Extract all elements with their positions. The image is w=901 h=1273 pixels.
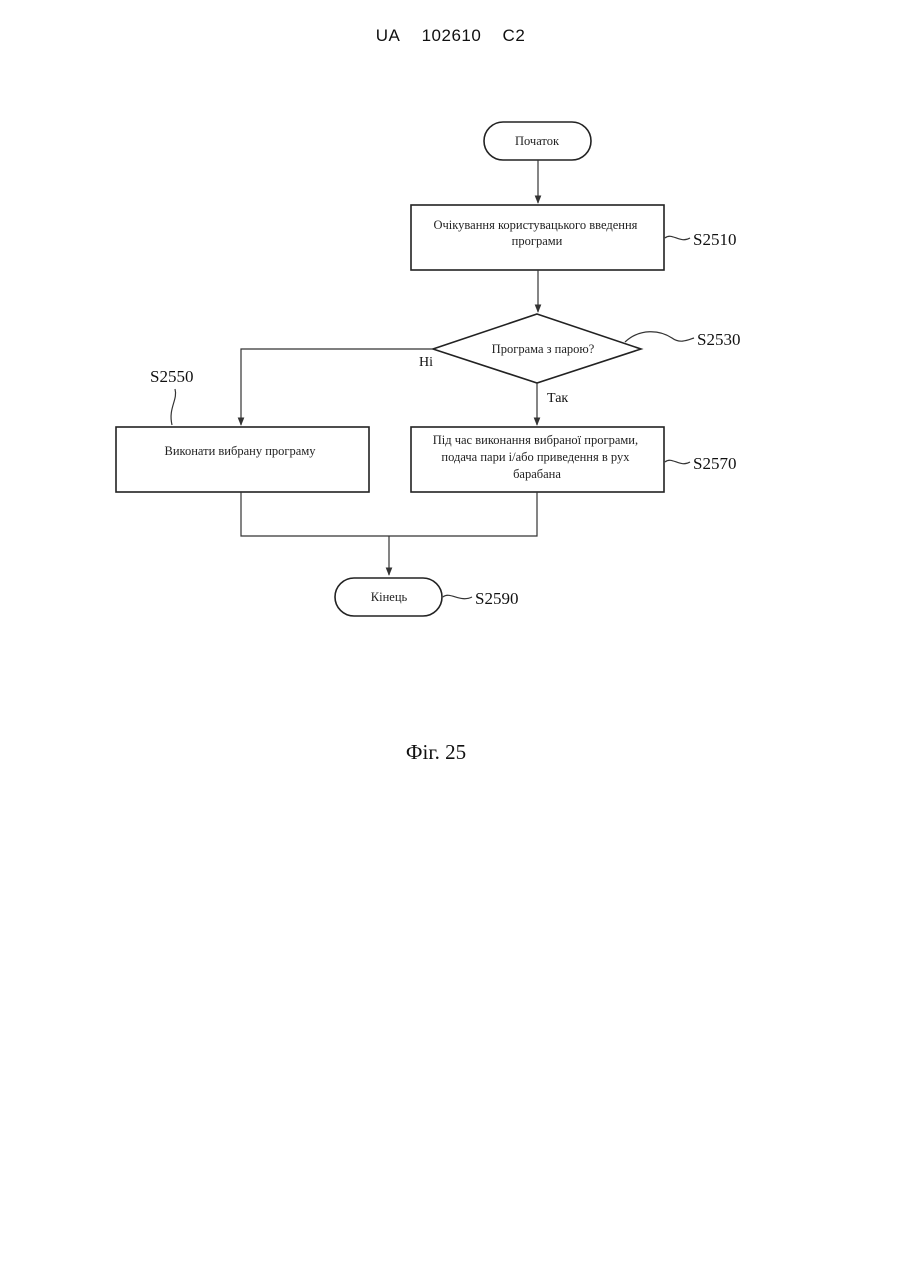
step-label-s2550: S2550 (150, 367, 193, 386)
step-label-s2590: S2590 (475, 589, 518, 608)
leader-s2570 (665, 460, 690, 463)
leader-s2510 (665, 236, 690, 239)
leader-s2530 (625, 332, 694, 342)
edge-s2530-no-to-s2550 (241, 349, 433, 425)
edge-s2550-merge (241, 492, 537, 536)
s2550-text: Виконати вибрану програму (165, 444, 317, 458)
branch-label-no: Ні (419, 355, 433, 370)
end-text: Кінець (371, 590, 408, 604)
start-text: Початок (515, 134, 560, 148)
s2570-text-line-3: барабана (513, 467, 561, 481)
s2530-text: Програма з парою? (492, 342, 595, 356)
figure-caption: Фіг. 25 (0, 740, 872, 765)
step-label-s2570: S2570 (693, 454, 736, 473)
s2510-text-line-1: Очікування користувацького введення (433, 218, 637, 232)
process-box-s2550 (116, 427, 369, 492)
step-label-s2530: S2530 (697, 330, 740, 349)
branch-label-yes: Так (547, 391, 568, 406)
s2570-text-line-1: Під час виконання вибраної програми, (433, 433, 638, 447)
s2570-text-line-2: подача пари і/або приведення в рух (441, 450, 630, 464)
leader-s2590 (443, 595, 472, 598)
step-label-s2510: S2510 (693, 230, 736, 249)
leader-s2550 (171, 389, 176, 425)
s2510-text-line-2: програми (512, 234, 563, 248)
